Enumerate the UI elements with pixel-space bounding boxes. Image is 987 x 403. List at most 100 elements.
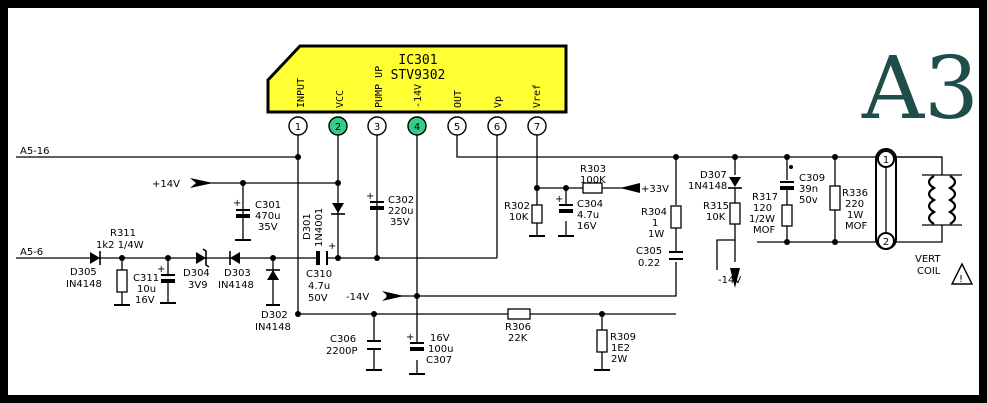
capacitor-c301: +: [233, 198, 251, 241]
label-c306-ref: C306: [330, 334, 356, 345]
resistor-r306: [507, 308, 531, 320]
resistor-r303: [582, 182, 603, 194]
label-c306-val: 2200P: [326, 346, 357, 357]
junction-dots: [119, 154, 838, 317]
svg-text:+: +: [406, 332, 414, 343]
pin-label-out: OUT: [453, 90, 464, 108]
coil-connector: 1 2: [875, 148, 897, 250]
ic-body: [266, 44, 568, 114]
rail-m14v-b: -14V: [718, 275, 741, 286]
label-c305-ref: C305: [636, 246, 662, 257]
rail-m14v: -14V: [346, 292, 369, 303]
label-d307-ref: D307: [700, 170, 727, 181]
coil-pin-2: 2: [883, 237, 889, 248]
pin-num-7: 7: [534, 122, 540, 133]
label-c310-volt: 50V: [308, 293, 328, 304]
label-coil-1: VERT: [915, 254, 941, 265]
zener-d304: [196, 252, 206, 264]
pin-num-1: 1: [295, 122, 301, 133]
arrow-p33v: [620, 183, 640, 193]
svg-text:+: +: [157, 264, 165, 275]
arrow-m14v: [382, 291, 404, 301]
pin-num-6: 6: [494, 122, 500, 133]
ic-part: STV9302: [391, 68, 446, 83]
label-r306-ref: R306: [505, 322, 531, 333]
label-d305-ref: D305: [70, 267, 97, 278]
label-c307-volt: 16V: [430, 333, 450, 344]
label-c304-volt: 16V: [577, 221, 597, 232]
label-r309-val: 1E2: [611, 343, 630, 354]
label-r311-ref: R311: [110, 228, 136, 239]
arrow-m14v-b: [730, 268, 740, 288]
label-r303-ref: R303: [580, 164, 606, 175]
capacitor-c304: +: [555, 194, 574, 237]
pin-num-5: 5: [454, 122, 460, 133]
capacitor-c310: +: [316, 241, 336, 265]
capacitor-c306: [366, 340, 382, 371]
diode-d305: [90, 252, 100, 264]
label-r317-watt: 1/2W: [749, 214, 775, 225]
pin-label-pump-up: PUMP UP: [374, 66, 385, 108]
label-d301-val: 1N4001: [314, 208, 325, 247]
label-r315-val: 10K: [706, 212, 726, 223]
label-d302-val: IN4148: [255, 322, 291, 333]
label-r317-type: MOF: [753, 225, 775, 236]
coil-pin-1: 1: [883, 155, 889, 166]
resistor-r302: [531, 204, 543, 224]
resistor-r336: [829, 185, 841, 211]
resistor-r315: [729, 202, 741, 225]
resistor-r309: [596, 329, 608, 353]
pin-num-2: 2: [335, 122, 341, 133]
svg-text:+: +: [233, 198, 241, 209]
label-r303-val: 100K: [580, 175, 606, 186]
label-r317-ref: R317: [752, 192, 778, 203]
label-r304-ref: R304: [641, 207, 667, 218]
label-c309-volt: 50v: [799, 195, 818, 206]
label-d304-ref: D304: [183, 268, 210, 279]
pin-num-3: 3: [374, 122, 380, 133]
resistor-r304: [670, 205, 682, 229]
label-c304-val: 4.7u: [577, 210, 599, 221]
pin-label-m14v: -14V: [413, 84, 424, 108]
pin-label-vref: Vref: [532, 84, 543, 108]
connector-a5-16: A5-16: [20, 146, 50, 157]
label-c311-volt: 16V: [135, 295, 155, 306]
label-r315-ref: R315: [703, 201, 729, 212]
capacitor-c311: +: [157, 264, 176, 304]
label-r336-ref: R336: [842, 188, 868, 199]
label-r311-val: 1k2 1/4W: [96, 240, 144, 251]
label-c311-val: 10u: [137, 284, 156, 295]
label-c301-volt: 35V: [258, 222, 278, 233]
label-c304-ref: C304: [577, 199, 603, 210]
pin-num-4: 4: [414, 122, 420, 133]
label-c307-val: 100u: [428, 344, 453, 355]
label-d301-ref: D301: [302, 213, 313, 240]
label-c311-ref: C311: [133, 273, 159, 284]
label-c309-ref: C309: [799, 173, 825, 184]
svg-text:+: +: [328, 241, 336, 252]
ic-name: IC301: [398, 53, 437, 68]
label-d302-ref: D302: [261, 310, 288, 321]
label-c302-val: 220u: [388, 206, 413, 217]
label-c307-ref: C307: [426, 355, 452, 366]
label-r309-watt: 2W: [611, 354, 627, 365]
coil-windings: [927, 175, 957, 225]
label-c310-val: 4.7u: [308, 281, 330, 292]
label-r304-watt: 1W: [648, 229, 664, 240]
svg-text:+: +: [555, 194, 563, 205]
arrow-p14v: [190, 178, 213, 188]
label-r302-ref: R302: [504, 201, 530, 212]
label-r317-val: 120: [753, 203, 772, 214]
label-r309-ref: R309: [610, 332, 636, 343]
label-d305-val: IN4148: [66, 279, 102, 290]
label-c301-ref: C301: [255, 200, 281, 211]
label-r304-val: 1: [652, 218, 658, 229]
label-d307-val: 1N4148: [688, 181, 727, 192]
label-c310-ref: C310: [306, 269, 332, 280]
label-r306-val: 22K: [508, 333, 528, 344]
diode-d303: [230, 252, 240, 264]
label-d303-ref: D303: [224, 268, 251, 279]
warning-icon-glyph: !: [959, 274, 963, 285]
